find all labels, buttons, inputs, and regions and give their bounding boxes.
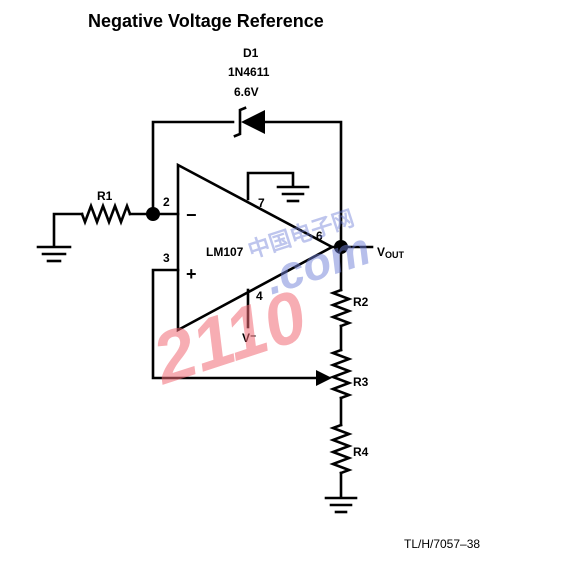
r3-potentiometer [329, 348, 353, 427]
ground-icon [36, 245, 72, 263]
supply-label: V⁻ [242, 331, 256, 345]
r1-resistor [52, 202, 155, 248]
feedback-wire [151, 120, 343, 248]
diagram-title: Negative Voltage Reference [88, 11, 324, 31]
ground-icon [324, 496, 358, 514]
r3-label: R3 [353, 375, 369, 389]
diode-part-label: 1N4611 [228, 65, 270, 79]
pin-4-label: 4 [256, 289, 263, 303]
inverting-sign: − [186, 205, 197, 225]
vout-label: VOUT [377, 245, 405, 260]
pin-6-label: 6 [316, 229, 323, 243]
pin-3-label: 3 [163, 251, 170, 265]
diode-rating-label: 6.6V [234, 85, 259, 99]
pin7-ground-wire [246, 171, 310, 203]
r4-label: R4 [353, 445, 369, 459]
noninverting-sign: + [186, 264, 197, 284]
r1-label: R1 [97, 189, 113, 203]
r2-resistor [329, 245, 353, 352]
pin-7-label: 7 [258, 196, 265, 210]
zener-diode-symbol [233, 106, 265, 138]
r4-resistor [329, 423, 353, 499]
pin-2-label: 2 [163, 195, 170, 209]
r3-wiper-wire [151, 268, 332, 386]
figure-id: TL/H/7057–38 [404, 537, 480, 551]
opamp-part-label: LM107 [206, 245, 244, 259]
diode-ref-label: D1 [243, 46, 259, 60]
r2-label: R2 [353, 295, 369, 309]
opamp-lm107 [176, 162, 335, 333]
